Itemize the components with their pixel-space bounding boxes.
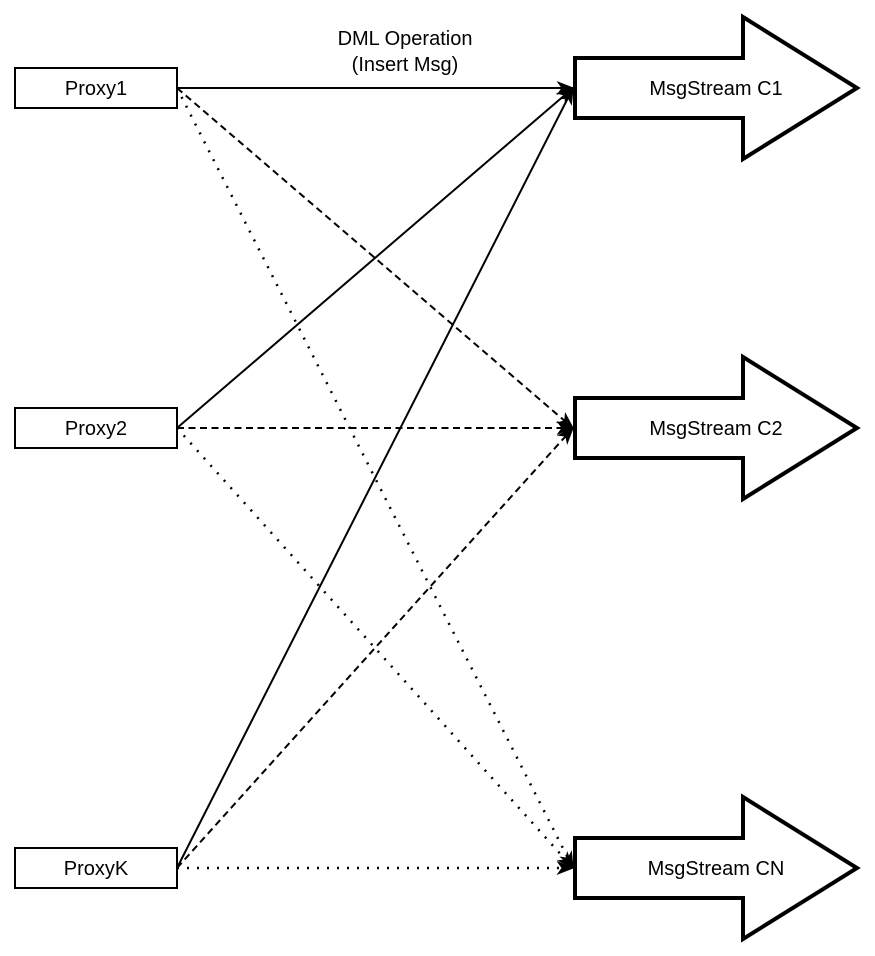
edges-layer (175, 81, 575, 875)
proxy-label: Proxy1 (65, 78, 127, 100)
proxy-box (14, 67, 178, 109)
edge-proxyK-to-c1-solid-line (176, 86, 574, 869)
stream-node-c2: MsgStream C2 (573, 353, 861, 503)
proxy-node-proxy2: Proxy2 (14, 407, 178, 449)
edge-proxy2-to-c1-solid-line (176, 87, 575, 429)
stream-block-arrow-shape (573, 353, 861, 503)
stream-node-c1: MsgStream C1 (573, 13, 861, 163)
edge-proxyK-to-c2-dashed-line (176, 426, 575, 869)
stream-block-arrow-shape (573, 13, 861, 163)
diagram-title-line2: (Insert Msg) (352, 54, 459, 76)
edge-proxy2-to-cn-dotted-line (176, 427, 575, 870)
stream-label: MsgStream C2 (649, 418, 782, 440)
proxy-box (14, 847, 178, 889)
stream-label: MsgStream CN (648, 858, 785, 880)
proxy-node-proxyK: ProxyK (14, 847, 178, 889)
proxy-label: Proxy2 (65, 418, 127, 440)
proxy-box (14, 407, 178, 449)
stream-label: MsgStream C1 (649, 78, 782, 100)
proxy-node-proxy1: Proxy1 (14, 67, 178, 109)
diagram-title-line1: DML Operation (338, 28, 473, 50)
stream-block-arrow-shape (573, 793, 861, 943)
edge-proxy1-to-c2-dashed-line (176, 87, 575, 429)
stream-node-cn: MsgStream CN (573, 793, 861, 943)
proxy-label: ProxyK (64, 858, 129, 880)
